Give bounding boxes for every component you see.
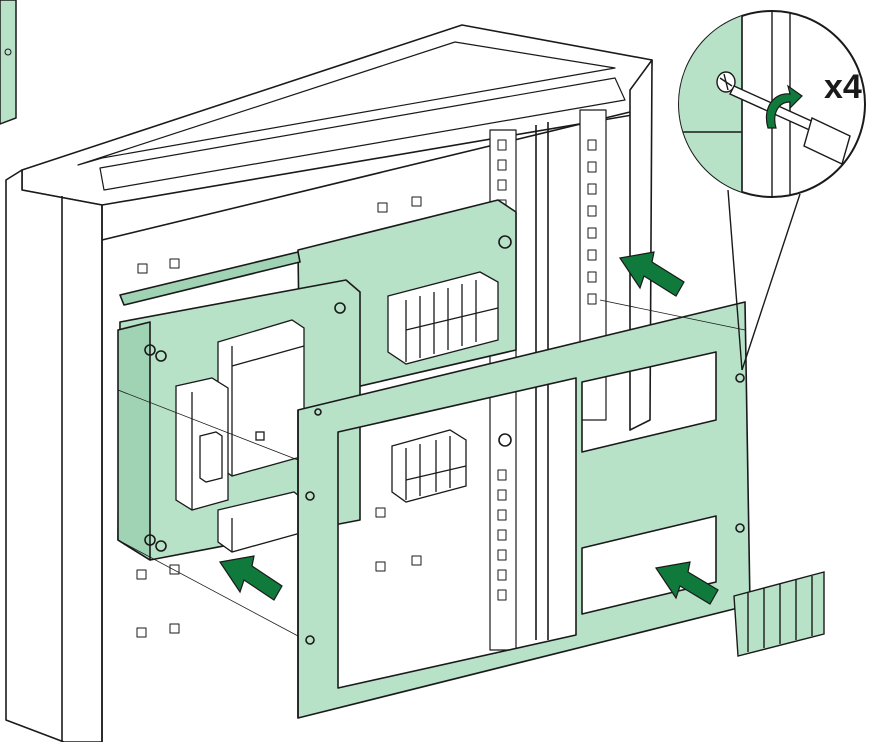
quantity-label: x4 xyxy=(824,68,862,106)
callout-tail xyxy=(727,189,801,371)
detail-magnifier: x4 xyxy=(678,10,866,198)
enclosure-left-wall xyxy=(5,169,103,742)
insert-arrow-blank-plate xyxy=(654,561,719,605)
clockwise-arrow-icon xyxy=(765,84,803,129)
insert-arrow-lower-left xyxy=(218,555,283,601)
insert-arrow-upper-right xyxy=(618,251,685,297)
enclosure-right-wall xyxy=(629,59,653,431)
screw-icon xyxy=(716,71,736,93)
alignment-lines xyxy=(117,299,746,637)
circuit-breaker-group-lower xyxy=(391,429,467,503)
circuit-breaker-group-upper xyxy=(387,271,499,365)
modular-device-block xyxy=(217,319,305,553)
enclosure-top xyxy=(21,24,653,206)
blank-cover-plate xyxy=(733,571,825,657)
din-terminal-block xyxy=(175,377,229,511)
side-panel-fragment xyxy=(0,0,17,125)
